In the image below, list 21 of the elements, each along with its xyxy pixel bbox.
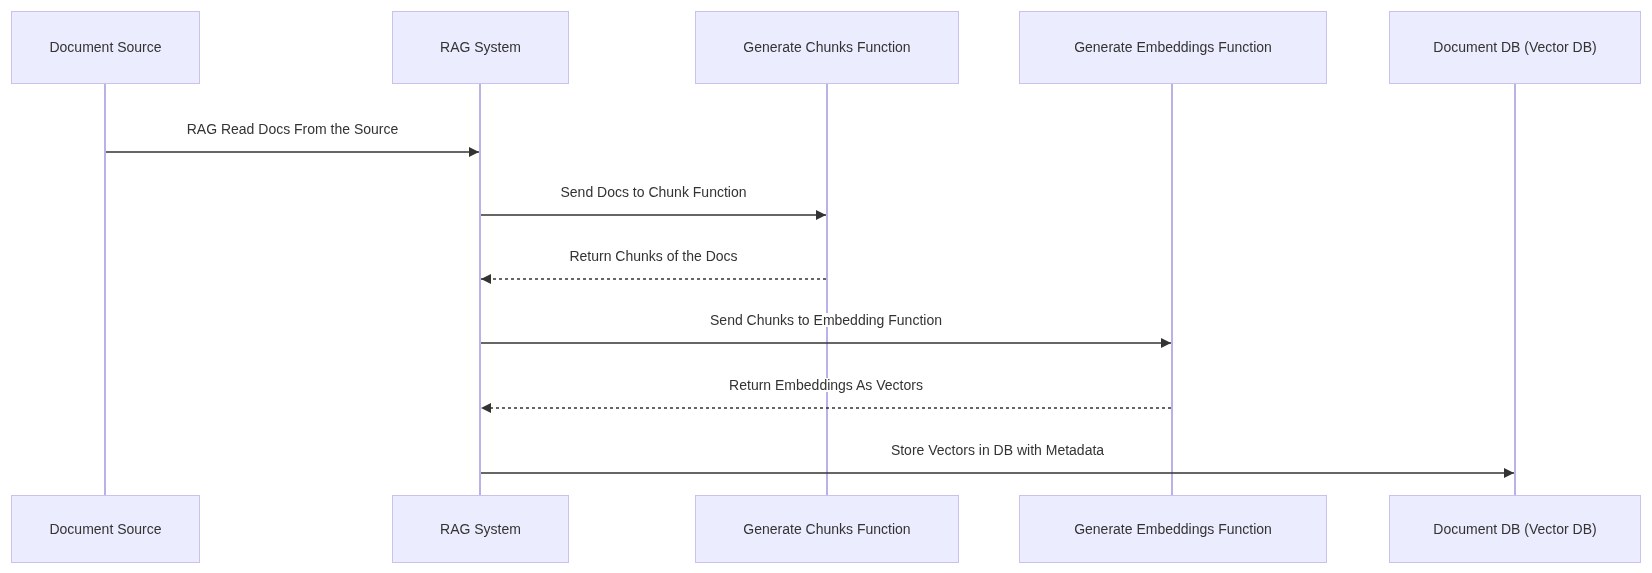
lifeline [1514,84,1516,495]
participant-box: Generate Chunks Function [695,495,959,563]
lifeline [1171,84,1173,495]
message-arrow [480,338,1172,348]
participant-box: Generate Embeddings Function [1019,495,1327,563]
message-arrow [480,274,827,284]
participant-box: RAG System [392,495,569,563]
lifeline [104,84,106,495]
message-arrow [480,468,1515,478]
participant-box: Document Source [11,495,200,563]
participant-box: Generate Chunks Function [695,11,959,84]
lifeline [479,84,481,495]
participant-box: Generate Embeddings Function [1019,11,1327,84]
message-arrow [480,210,827,220]
participant-box: Document DB (Vector DB) [1389,495,1641,563]
message-arrow [480,403,1172,413]
participant-box: RAG System [392,11,569,84]
participant-box: Document DB (Vector DB) [1389,11,1641,84]
lifeline [826,84,828,495]
participant-box: Document Source [11,11,200,84]
message-arrow [105,147,480,157]
